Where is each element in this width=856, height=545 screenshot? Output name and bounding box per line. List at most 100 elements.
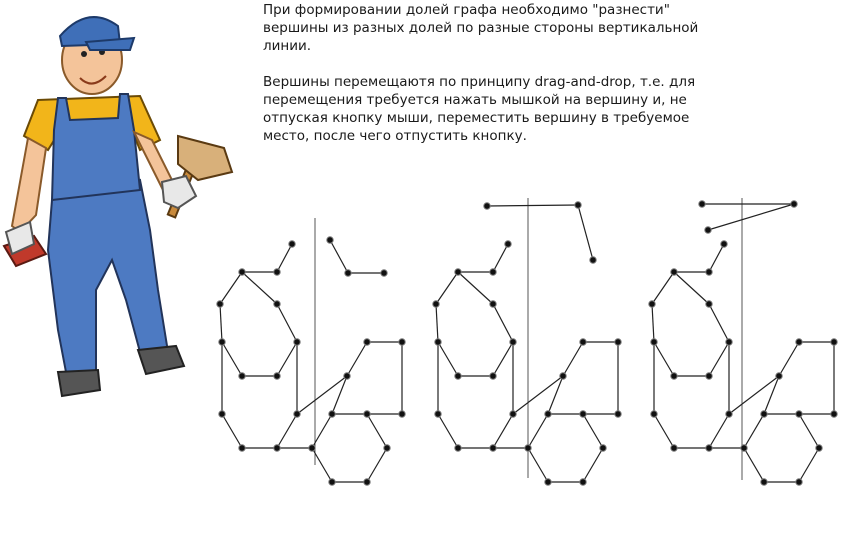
- graph-vertex[interactable]: [489, 372, 497, 380]
- graph-vertex[interactable]: [830, 338, 838, 346]
- cap: [58, 16, 122, 48]
- instructions-paragraph-2: Вершины перемещаютя по принципу drag-and…: [263, 74, 696, 144]
- graph-vertex[interactable]: [650, 338, 658, 346]
- graph-vertex[interactable]: [326, 236, 334, 244]
- hammer-head: [177, 134, 234, 182]
- graph-vertex[interactable]: [670, 444, 678, 452]
- graph-vertex[interactable]: [328, 478, 336, 486]
- graph-vertex[interactable]: [815, 444, 823, 452]
- graph-vertex[interactable]: [524, 444, 532, 452]
- graph-vertex[interactable]: [363, 410, 371, 418]
- graph-vertex[interactable]: [760, 410, 768, 418]
- graph-vertex[interactable]: [383, 444, 391, 452]
- graph-vertex[interactable]: [544, 410, 552, 418]
- graph-vertex[interactable]: [489, 444, 497, 452]
- graph-edge: [492, 413, 514, 449]
- graph-edge: [435, 271, 459, 305]
- graph-vertex[interactable]: [343, 372, 351, 380]
- graph-edge: [673, 271, 710, 305]
- graph-vertex[interactable]: [760, 478, 768, 486]
- graph-vertex[interactable]: [790, 200, 798, 208]
- graph-vertex[interactable]: [288, 240, 296, 248]
- left-shoe: [56, 368, 102, 398]
- graph-edge: [366, 413, 388, 449]
- graph-vertex[interactable]: [720, 240, 728, 248]
- graph-edge: [562, 341, 584, 377]
- graph-vertex[interactable]: [483, 202, 491, 210]
- graph-vertex[interactable]: [589, 256, 597, 264]
- graph-vertex[interactable]: [273, 268, 281, 276]
- graph-vertex[interactable]: [795, 410, 803, 418]
- graph-vertex[interactable]: [273, 444, 281, 452]
- graph-vertex[interactable]: [454, 444, 462, 452]
- graph-edge: [653, 341, 675, 377]
- graph-edge: [221, 413, 243, 449]
- graph-vertex[interactable]: [648, 300, 656, 308]
- graph-vertex[interactable]: [328, 410, 336, 418]
- graph-vertex[interactable]: [273, 372, 281, 380]
- graph-vertex[interactable]: [363, 338, 371, 346]
- graph-vertex[interactable]: [434, 338, 442, 346]
- graph-vertex[interactable]: [380, 269, 388, 277]
- graph-edge: [329, 239, 349, 274]
- graph-edge: [778, 341, 800, 377]
- graph-vertex[interactable]: [544, 478, 552, 486]
- graph-vertex[interactable]: [725, 338, 733, 346]
- graph-vertex[interactable]: [398, 338, 406, 346]
- graph-edge: [486, 204, 579, 207]
- graph-edge: [296, 375, 348, 415]
- graph-vertex[interactable]: [559, 372, 567, 380]
- graph-vertex[interactable]: [599, 444, 607, 452]
- graph-edge: [653, 413, 675, 449]
- graph-vertex[interactable]: [454, 268, 462, 276]
- graph-edge: [547, 375, 564, 415]
- graph-vertex[interactable]: [363, 478, 371, 486]
- graph-vertex[interactable]: [218, 410, 226, 418]
- graph-edge: [651, 303, 655, 343]
- graph-edge: [311, 447, 333, 483]
- graph-vertex[interactable]: [579, 338, 587, 346]
- graph-vertex[interactable]: [614, 410, 622, 418]
- graph-edge: [366, 447, 388, 483]
- graph-vertex[interactable]: [670, 372, 678, 380]
- graph-vertex[interactable]: [775, 372, 783, 380]
- graph-vertex[interactable]: [740, 444, 748, 452]
- graph-vertex[interactable]: [504, 240, 512, 248]
- graph-vertex[interactable]: [308, 444, 316, 452]
- graph-vertex[interactable]: [574, 201, 582, 209]
- graph-vertex[interactable]: [218, 338, 226, 346]
- graph-vertex[interactable]: [704, 226, 712, 234]
- graph-edge: [798, 413, 820, 449]
- graph-vertex[interactable]: [509, 338, 517, 346]
- graph-vertex[interactable]: [238, 268, 246, 276]
- graph-vertex[interactable]: [432, 300, 440, 308]
- graph-vertex[interactable]: [216, 300, 224, 308]
- graph-vertex[interactable]: [650, 410, 658, 418]
- graph-vertex[interactable]: [725, 410, 733, 418]
- graph-vertex[interactable]: [830, 410, 838, 418]
- graph-vertex[interactable]: [238, 444, 246, 452]
- graph-vertex[interactable]: [293, 338, 301, 346]
- graph-vertex[interactable]: [705, 444, 713, 452]
- graph-vertex[interactable]: [273, 300, 281, 308]
- graph-vertex[interactable]: [705, 300, 713, 308]
- graph-vertex[interactable]: [489, 268, 497, 276]
- graph-vertex[interactable]: [614, 338, 622, 346]
- graph-vertex[interactable]: [579, 478, 587, 486]
- graph-vertex[interactable]: [398, 410, 406, 418]
- graph-vertex[interactable]: [705, 268, 713, 276]
- graph-vertex[interactable]: [698, 200, 706, 208]
- graph-vertex[interactable]: [509, 410, 517, 418]
- graph-vertex[interactable]: [238, 372, 246, 380]
- graph-vertex[interactable]: [795, 338, 803, 346]
- graph-vertex[interactable]: [795, 478, 803, 486]
- graph-vertex[interactable]: [489, 300, 497, 308]
- graph-vertex[interactable]: [579, 410, 587, 418]
- graph-vertex[interactable]: [670, 268, 678, 276]
- graph-vertex[interactable]: [293, 410, 301, 418]
- graph-vertex[interactable]: [344, 269, 352, 277]
- graph-vertex[interactable]: [434, 410, 442, 418]
- graph-vertex[interactable]: [454, 372, 462, 380]
- graph-vertex[interactable]: [705, 372, 713, 380]
- graph-edge: [492, 243, 509, 273]
